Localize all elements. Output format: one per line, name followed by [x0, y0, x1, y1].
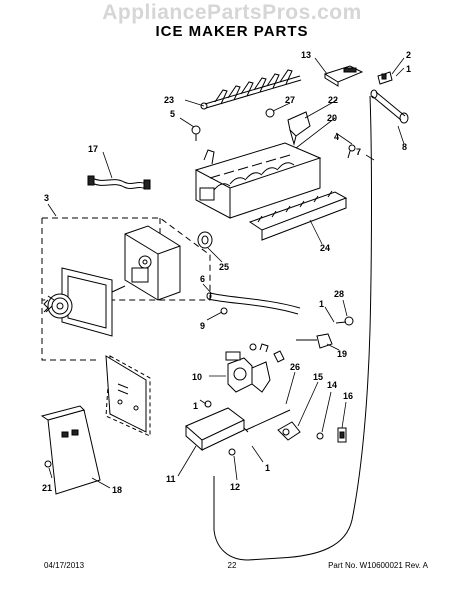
callout-27: 27 [285, 95, 295, 105]
part-5-screw [191, 125, 201, 141]
callout-1-bracket: 1 [193, 401, 198, 411]
part-22-bracket [287, 111, 311, 146]
callout-18: 18 [112, 485, 122, 495]
part-11-bracket [185, 407, 245, 452]
callout-22: 22 [328, 95, 338, 105]
page-title: ICE MAKER PARTS [155, 23, 309, 40]
callout-1-low: 1 [265, 463, 270, 473]
part-1-screw-bracket [204, 400, 212, 408]
part-27-screw [265, 108, 275, 118]
callout-28: 28 [334, 289, 344, 299]
footer-part-number: Part No. W10600021 Rev. A [328, 561, 428, 570]
part-21-screw [44, 460, 52, 468]
callout-7: 7 [356, 147, 361, 157]
callout-20: 20 [327, 113, 337, 123]
part-2-fill-tube [377, 71, 393, 85]
part-28-screw [335, 316, 354, 326]
callout-25: 25 [219, 262, 229, 272]
callout-5: 5 [170, 109, 175, 119]
callout-26: 26 [290, 362, 300, 372]
callout-9: 9 [200, 321, 205, 331]
part-18-cover-panel [40, 355, 151, 495]
callout-13: 13 [301, 50, 311, 60]
callout-14: 14 [327, 380, 337, 390]
callout-4: 4 [334, 132, 339, 142]
callout-2: 2 [406, 50, 411, 60]
watermark: AppliancePartsPros.com [102, 1, 362, 24]
callout-24: 24 [320, 243, 330, 253]
part-20-ice-mold [194, 142, 322, 219]
part-14-screw [316, 432, 324, 440]
part-19-clip [296, 333, 333, 349]
footer-date: 04/17/2013 [44, 561, 85, 570]
part-23-ejector [200, 69, 302, 110]
part-7-wire-tube [213, 95, 372, 561]
part-10-water-valve [225, 343, 285, 393]
part-6-water-tube [206, 292, 301, 315]
callout-21: 21 [42, 483, 52, 493]
callout-6: 6 [200, 274, 205, 284]
footer-page-number: 22 [227, 561, 237, 570]
callout-17: 17 [88, 144, 98, 154]
part-24-ice-stripper [248, 190, 348, 241]
callout-8: 8 [402, 142, 407, 152]
part-15-switch [277, 421, 301, 441]
part-13-cover [323, 65, 364, 87]
callout-1-top: 1 [406, 64, 411, 74]
part-8-fill-cup [370, 89, 409, 124]
callout-12: 12 [230, 482, 240, 492]
part-16-connector [337, 427, 347, 443]
callout-19: 19 [337, 349, 347, 359]
callout-11: 11 [166, 474, 176, 484]
callout-16: 16 [343, 391, 353, 401]
part-26-connector [243, 409, 291, 433]
callout-1-mid: 1 [319, 299, 324, 309]
part-3-module-assembly [41, 217, 211, 361]
callout-23: 23 [164, 95, 174, 105]
part-4-screw [347, 144, 356, 159]
callout-15: 15 [313, 372, 323, 382]
part-12-screw [228, 343, 257, 456]
part-17-wire-harness [87, 175, 151, 190]
leader-lines [47, 57, 405, 489]
callout-10: 10 [192, 372, 202, 382]
part-25-connector [197, 231, 213, 249]
callout-labels: 13 2 1 8 7 23 5 27 22 20 4 17 3 25 24 6 … [42, 50, 411, 495]
callout-3: 3 [44, 193, 49, 203]
